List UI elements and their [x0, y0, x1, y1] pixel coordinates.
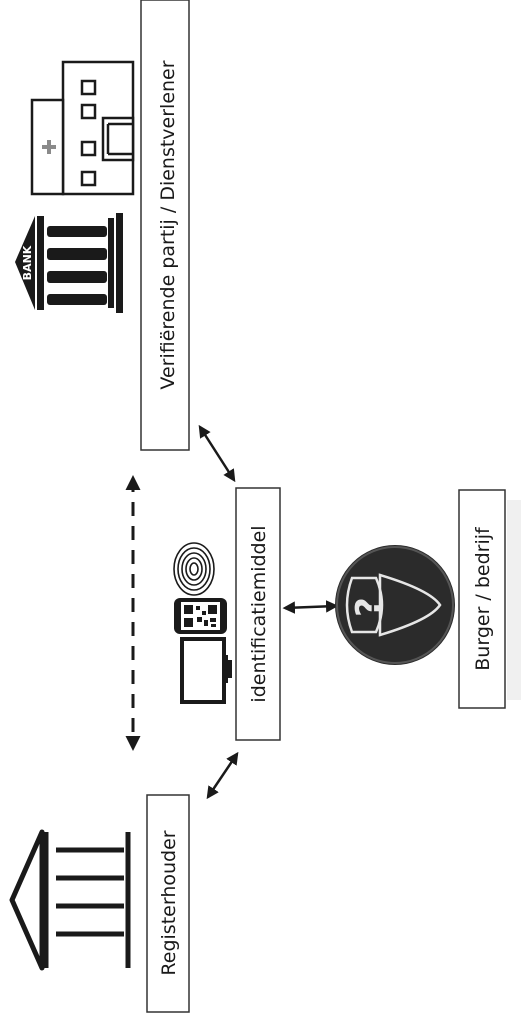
- verifier-label: Verifiërende partij / Dienstverlener: [157, 60, 179, 389]
- bank-building-icon: BANK: [15, 213, 123, 313]
- monitor-icon: [180, 637, 232, 704]
- arrow-register-to-means: [206, 751, 239, 800]
- registerhouder-box: Registerhouder: [146, 794, 190, 1013]
- svg-text:?: ?: [349, 597, 389, 617]
- bank-sign: BANK: [21, 245, 34, 280]
- identificatiemiddel-label: identificatiemiddel: [248, 525, 270, 702]
- qr-phone-icon: [174, 598, 227, 634]
- hospital-icon: [30, 60, 135, 196]
- fingerprint-icon: [173, 542, 215, 596]
- unknown-user-icon: ?: [335, 545, 455, 665]
- burger-label: Burger / bedrijf: [472, 526, 494, 671]
- arrow-means-to-verifier: [198, 424, 236, 483]
- burger-box: Burger / bedrijf: [458, 489, 506, 709]
- arrow-means-to-user: [282, 600, 339, 614]
- government-building-icon: [9, 829, 131, 971]
- identificatiemiddel-box: identificatiemiddel: [235, 487, 281, 741]
- registerhouder-label: Registerhouder: [158, 830, 180, 975]
- soft-shadow: [507, 500, 521, 700]
- cross-icon: [42, 140, 56, 154]
- verifier-box: Verifiërende partij / Dienstverlener: [140, 0, 190, 451]
